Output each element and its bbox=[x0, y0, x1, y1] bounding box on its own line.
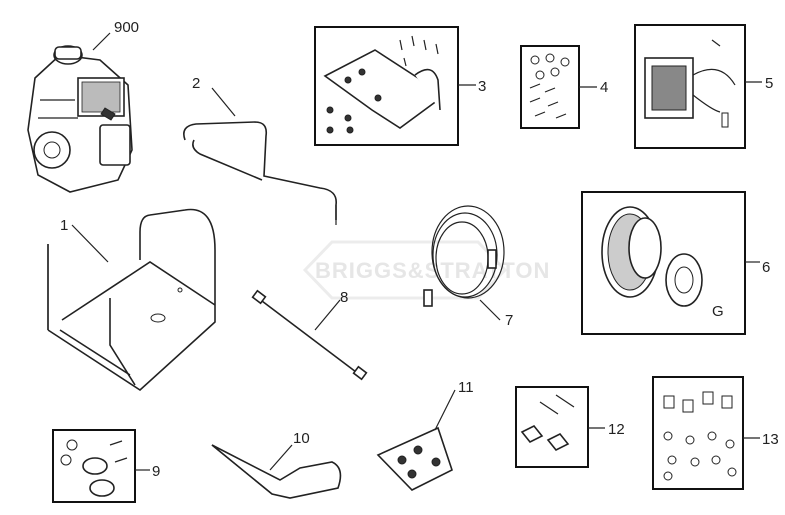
wand-part[interactable] bbox=[251, 289, 368, 381]
pump-box[interactable] bbox=[634, 24, 746, 149]
hose-part[interactable] bbox=[423, 205, 505, 307]
wheel-kit-box[interactable]: G bbox=[581, 191, 746, 335]
nozzles-part[interactable] bbox=[376, 426, 453, 491]
fastener-kit-box[interactable] bbox=[515, 386, 589, 468]
callout-4: 4 bbox=[600, 79, 608, 96]
hardware-kit-box[interactable] bbox=[520, 45, 580, 129]
callout-7: 7 bbox=[505, 312, 513, 329]
callout-12: 12 bbox=[608, 421, 625, 438]
handle-part[interactable] bbox=[183, 121, 337, 225]
callout-13: 13 bbox=[762, 431, 779, 448]
callout-3: 3 bbox=[478, 78, 486, 95]
wheel-mark: G bbox=[712, 303, 724, 320]
callout-11: 11 bbox=[458, 379, 474, 396]
callout-6: 6 bbox=[762, 259, 770, 276]
feet-kit-box[interactable] bbox=[52, 429, 136, 503]
bracket-kit-box[interactable] bbox=[314, 26, 459, 146]
callout-9: 9 bbox=[152, 463, 160, 480]
callout-5: 5 bbox=[765, 75, 773, 92]
callout-10: 10 bbox=[293, 430, 310, 447]
gun-part[interactable] bbox=[211, 444, 342, 499]
frame-part[interactable] bbox=[47, 208, 216, 392]
engine-part[interactable] bbox=[27, 45, 133, 193]
callout-900: 900 bbox=[114, 19, 139, 36]
callout-1: 1 bbox=[60, 217, 68, 234]
mount-kit-box[interactable] bbox=[652, 376, 744, 490]
callout-8: 8 bbox=[340, 289, 348, 306]
callout-2: 2 bbox=[192, 75, 200, 92]
